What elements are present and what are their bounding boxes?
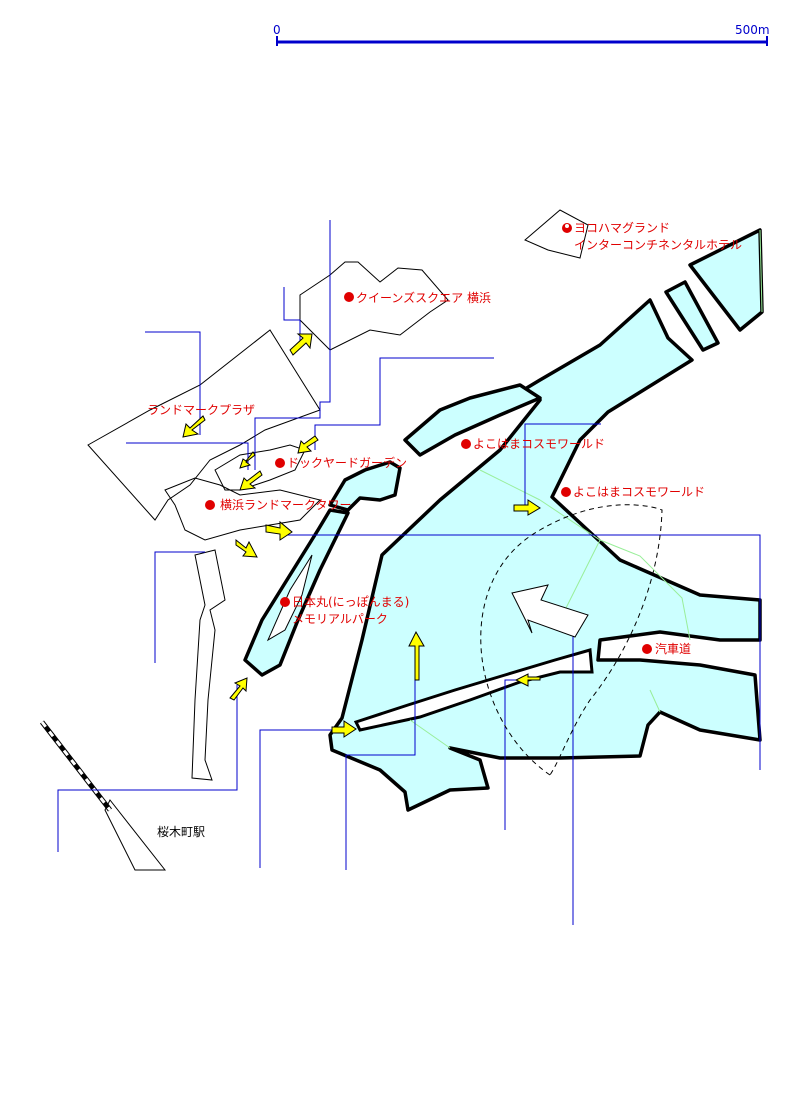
scale-bar: 0 500m — [273, 23, 770, 46]
green-lines — [409, 229, 763, 749]
poi-marker-nippon-maru[interactable] — [280, 597, 290, 607]
railway — [40, 720, 112, 812]
yellow-arrow — [239, 451, 256, 469]
hotel-icon[interactable] — [562, 223, 572, 233]
scale-start-label: 0 — [273, 23, 281, 37]
poi-marker-dockyard[interactable] — [275, 458, 285, 468]
poi-markers — [205, 223, 652, 654]
label-nippon-maru-line1: 日本丸(にっぽんまる) — [292, 595, 409, 609]
sakuragicho-platform — [191, 549, 226, 781]
label-cosmo-world-2: よこはまコスモワールド — [573, 485, 705, 499]
poi-marker-cosmo-world-1[interactable] — [461, 439, 471, 449]
yellow-arrow — [297, 435, 319, 454]
hotel-outline — [524, 209, 589, 259]
yellow-arrow — [331, 720, 357, 738]
yellow-arrow — [513, 499, 541, 516]
yellow-arrow — [265, 520, 293, 541]
map-labels: ヨコハマグランド インターコンチネンタルホテル クイーンズスクエア 横浜 ランド… — [147, 221, 742, 839]
yellow-arrow — [229, 677, 248, 701]
label-hotel-line2: インターコンチネンタルホテル — [574, 238, 742, 252]
poi-marker-cosmo-world-2[interactable] — [561, 487, 571, 497]
poi-marker-kishamichi[interactable] — [642, 644, 652, 654]
harbor-main — [328, 298, 762, 812]
north-channel — [403, 383, 542, 457]
dock-channel — [328, 460, 402, 512]
label-nippon-maru-line2: メモリアルパーク — [292, 612, 388, 626]
station-building — [104, 799, 167, 871]
label-dockyard-garden: ドックヤードガーデン — [287, 455, 407, 470]
landmark-plaza-outline — [87, 329, 321, 521]
yellow-arrows — [182, 333, 541, 738]
yellow-arrow — [289, 333, 313, 356]
yellow-arrow — [235, 538, 258, 558]
building-outlines — [87, 209, 589, 871]
yellow-arrow — [408, 630, 425, 681]
label-landmark-tower: 横浜ランドマークタワー — [220, 498, 352, 512]
label-landmark-plaza: ランドマークプラザ — [147, 403, 255, 417]
dashed-zone — [480, 504, 663, 776]
large-direction-arrow — [511, 584, 589, 638]
label-sakuragicho-station: 桜木町駅 — [157, 825, 205, 839]
poi-marker-queens-square[interactable] — [344, 292, 354, 302]
yellow-arrow — [239, 470, 263, 491]
poi-marker-landmark-tower[interactable] — [205, 500, 215, 510]
label-kishamichi: 汽車道 — [655, 641, 691, 656]
scale-end-label: 500m — [735, 23, 770, 37]
label-queens-square: クイーンズスクエア 横浜 — [356, 290, 491, 305]
tower-outline — [164, 477, 321, 541]
label-hotel-line1: ヨコハマグランド — [574, 221, 670, 235]
yellow-arrow — [182, 415, 206, 438]
label-cosmo-world-1: よこはまコスモワールド — [473, 437, 605, 451]
canal-middle — [664, 280, 720, 352]
yellow-arrow — [514, 673, 541, 687]
water-areas — [243, 228, 764, 812]
queens-square-outline — [299, 261, 449, 351]
